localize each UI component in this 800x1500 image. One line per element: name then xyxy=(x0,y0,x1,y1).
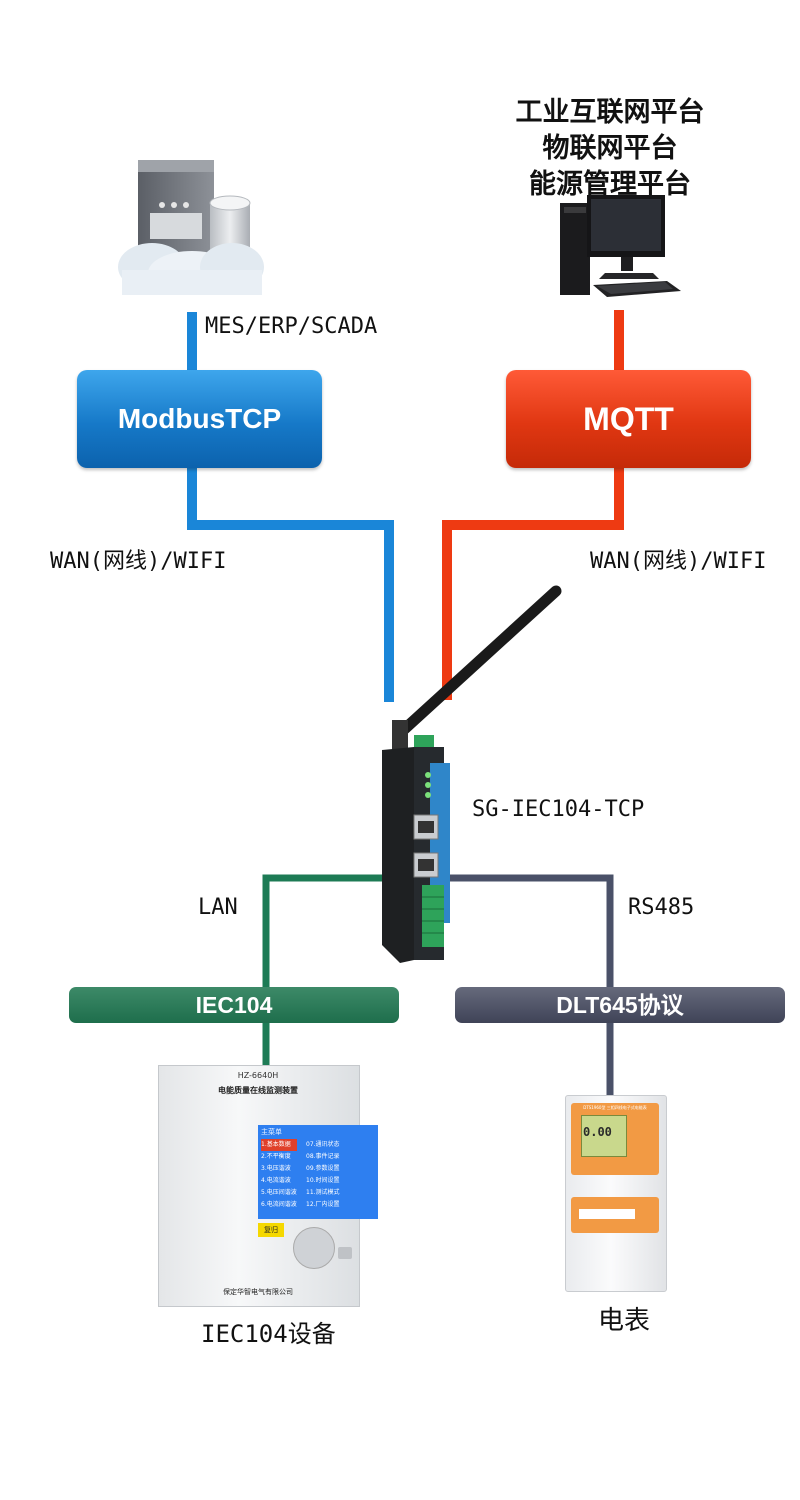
menu-item: 11.测试模式 xyxy=(306,1189,340,1196)
gateway-router-icon xyxy=(382,585,562,963)
platform-iot: 物联网平台 xyxy=(542,133,678,164)
lan-label: LAN xyxy=(198,895,238,920)
menu-item: 12.厂内设置 xyxy=(306,1201,340,1208)
iec104-device-label: IEC104设备 xyxy=(201,1320,336,1348)
menu-list-right: 07.通讯状态 08.事件记录 09.参数设置 10.时间设置 11.测试模式 … xyxy=(306,1139,340,1211)
meter-label: 电表 xyxy=(598,1306,651,1336)
menu-item: 6.电流间谐波 xyxy=(261,1201,297,1208)
platform-energy: 能源管理平台 xyxy=(529,169,691,200)
menu-header: 主菜单 xyxy=(261,1128,282,1136)
menu-item: 2.不平衡度 xyxy=(261,1153,291,1160)
platform-list: 工业互联网平台 物联网平台 能源管理平台 xyxy=(490,95,730,203)
menu-item: 08.事件记录 xyxy=(306,1153,340,1160)
keypad-button xyxy=(338,1247,352,1259)
mqtt-box: MQTT xyxy=(506,370,751,468)
electric-meter-icon: DTS1960型 三相四线电子式电能表 0.00 xyxy=(565,1095,667,1292)
iec104-protocol-bar: IEC104 xyxy=(69,987,399,1023)
modbus-tcp-box: ModbusTCP xyxy=(77,370,322,468)
lan-line xyxy=(262,874,393,990)
menu-item: 5.电压间谐波 xyxy=(261,1189,297,1196)
desktop-computer-icon xyxy=(560,195,681,297)
keypad-dpad xyxy=(293,1227,335,1269)
modbus-wan-line xyxy=(187,468,394,702)
wan-wifi-label-left: WAN(网线)/WIFI xyxy=(50,549,227,574)
menu-item: 3.电压谐波 xyxy=(261,1165,291,1172)
rs485-label: RS485 xyxy=(628,895,695,920)
menu-item: 4.电流谐波 xyxy=(261,1177,291,1184)
rs485-line xyxy=(440,874,614,990)
wan-wifi-label-right: WAN(网线)/WIFI xyxy=(590,549,767,574)
mqtt-wan-line xyxy=(442,468,624,700)
device-title: 电能质量在线监测装置 xyxy=(218,1086,298,1095)
menu-item: 07.通讯状态 xyxy=(306,1141,340,1148)
device-model: HZ-6640H xyxy=(237,1071,279,1080)
menu-list: 1.基本数据 2.不平衡度 3.电压谐波 4.电流谐波 5.电压间谐波 6.电流… xyxy=(261,1139,297,1211)
dlt645-protocol-bar: DLT645协议 xyxy=(455,987,785,1023)
menu-item: 09.参数设置 xyxy=(306,1165,340,1172)
reset-key: 复归 xyxy=(258,1223,284,1237)
power-quality-monitor-icon: HZ-6640H 电能质量在线监测装置 主菜单 1.基本数据 2.不平衡度 3.… xyxy=(158,1065,378,1307)
mes-erp-scada-label: MES/ERP/SCADA xyxy=(205,314,378,339)
device-company: 保定华智电气有限公司 xyxy=(223,1288,293,1296)
menu-item: 1.基本数据 xyxy=(261,1139,297,1151)
gateway-model-label: SG-IEC104-TCP xyxy=(472,797,645,822)
server-cloud-icon xyxy=(118,160,264,295)
meter-reading: 0.00 xyxy=(583,1125,612,1139)
menu-item: 10.时间设置 xyxy=(306,1177,340,1184)
meter-header: DTS1960型 三相四线电子式电能表 xyxy=(583,1105,647,1110)
platform-industrial-internet: 工业互联网平台 xyxy=(515,97,705,128)
